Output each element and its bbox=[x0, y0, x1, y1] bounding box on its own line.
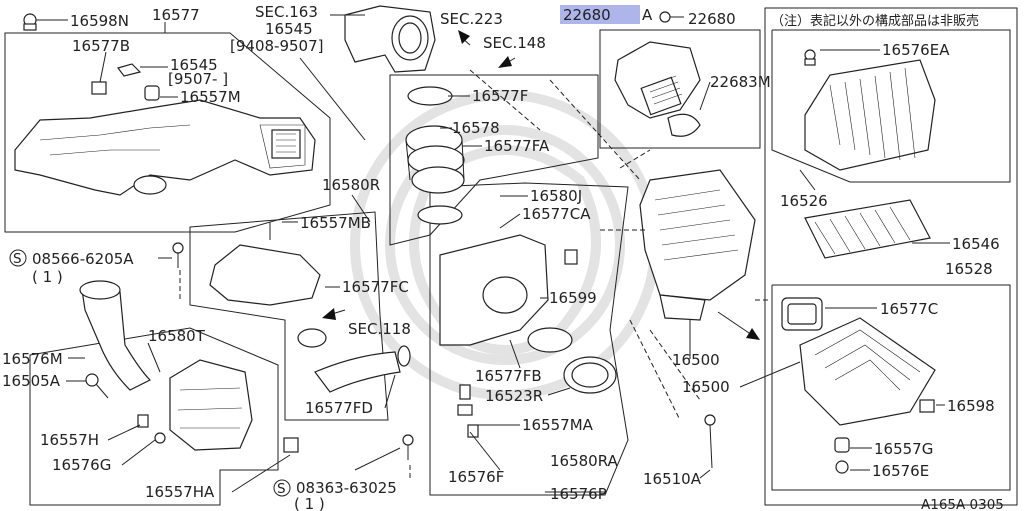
label-16577fc[interactable]: 16577FC bbox=[342, 278, 409, 296]
label-16545-date: [9408-9507] bbox=[230, 37, 323, 55]
label-16528[interactable]: 16528 bbox=[945, 260, 993, 278]
label-sec148[interactable]: SEC.148 bbox=[483, 34, 546, 52]
label-16545[interactable]: 16545 bbox=[265, 20, 313, 38]
label-16577f[interactable]: 16577F bbox=[472, 87, 528, 105]
label-16578[interactable]: 16578 bbox=[452, 119, 500, 137]
label-08363-qty: ( 1 ) bbox=[294, 495, 325, 511]
page-reference: A165A 0305 bbox=[921, 497, 1004, 511]
label-16577fb[interactable]: 16577FB bbox=[475, 367, 542, 385]
grommet-16557m bbox=[144, 85, 160, 101]
label-16526[interactable]: 16526 bbox=[780, 192, 828, 210]
label-22680a-suffix: A bbox=[642, 6, 653, 24]
label-16500-upper[interactable]: 16500 bbox=[672, 351, 720, 369]
label-sec118[interactable]: SEC.118 bbox=[348, 320, 411, 338]
air-cleaner-assembly-16500 bbox=[639, 169, 756, 321]
mass-air-flow-sensor bbox=[614, 41, 701, 137]
arrow-to-16528 bbox=[717, 311, 760, 340]
frame-16578-box bbox=[389, 74, 599, 246]
bolt-08566 bbox=[172, 242, 184, 268]
label-22683m[interactable]: 22683M bbox=[710, 73, 771, 91]
label-16598n[interactable]: 16598N bbox=[70, 12, 129, 30]
frame-16580t-box bbox=[29, 327, 279, 506]
label-22680-highlighted[interactable]: 22680 bbox=[563, 6, 611, 24]
label-16523r[interactable]: 16523R bbox=[485, 387, 543, 405]
label-16500-lower[interactable]: 16500 bbox=[682, 378, 730, 396]
leader-lines bbox=[36, 14, 950, 493]
clip-16577b bbox=[91, 63, 142, 95]
frame-16580ra-box bbox=[429, 182, 629, 496]
filter-element-16526 bbox=[804, 49, 936, 171]
s-mark-08566 bbox=[9, 249, 27, 267]
label-16577b[interactable]: 16577B bbox=[72, 37, 130, 55]
label-16577fd[interactable]: 16577FD bbox=[305, 399, 373, 417]
label-16577ca[interactable]: 16577CA bbox=[522, 205, 591, 223]
label-16577c[interactable]: 16577C bbox=[880, 300, 938, 318]
clip-16505a bbox=[85, 373, 109, 399]
filter-16546 bbox=[804, 199, 931, 259]
label-16546[interactable]: 16546 bbox=[952, 235, 1000, 253]
clip-16598n bbox=[23, 13, 37, 31]
label-16580j[interactable]: 16580J bbox=[530, 187, 582, 205]
dashed-guides bbox=[179, 69, 770, 480]
label-16599[interactable]: 16599 bbox=[549, 289, 597, 307]
frame-right-column bbox=[764, 7, 1018, 506]
label-16557m[interactable]: 16557M bbox=[180, 88, 241, 106]
clamp-16577fb bbox=[527, 327, 573, 353]
resonator-chamber-16580t bbox=[137, 359, 299, 453]
arrow-to-sec118 bbox=[322, 308, 346, 320]
bolt-22680a bbox=[659, 11, 684, 23]
label-16580ra[interactable]: 16580RA bbox=[550, 452, 619, 470]
duct-16578 bbox=[405, 86, 465, 225]
label-16557ha[interactable]: 16557HA bbox=[145, 483, 215, 501]
label-08566-6205a[interactable]: 08566-6205A bbox=[32, 250, 134, 268]
bolt-08363 bbox=[402, 434, 414, 460]
frame-16577-box bbox=[4, 32, 331, 233]
label-16545-second[interactable]: 16545 bbox=[170, 56, 218, 74]
label-16577[interactable]: 16577 bbox=[152, 6, 200, 24]
frame-22680-box bbox=[599, 29, 761, 149]
label-22680[interactable]: 22680 bbox=[688, 10, 736, 28]
s-mark-08566-letter: S bbox=[13, 251, 22, 267]
air-duct-16577 bbox=[14, 99, 316, 196]
label-16580t[interactable]: 16580T bbox=[148, 327, 206, 345]
part-highlight bbox=[560, 5, 640, 24]
bolt-16510a bbox=[704, 414, 716, 469]
label-16576ea[interactable]: 16576EA bbox=[882, 41, 950, 59]
label-16598[interactable]: 16598 bbox=[947, 397, 995, 415]
label-sec163[interactable]: SEC.163 bbox=[255, 3, 318, 21]
label-08566-qty: ( 1 ) bbox=[32, 268, 63, 286]
label-sec223[interactable]: SEC.223 bbox=[440, 10, 503, 28]
label-16576f[interactable]: 16576F bbox=[448, 468, 504, 486]
label-16557ma[interactable]: 16557MA bbox=[522, 416, 594, 434]
s-mark-08363 bbox=[273, 479, 291, 497]
label-16576p[interactable]: 16576P bbox=[550, 485, 607, 503]
label-group: 16598N 16577 SEC.163 16545 [9408-9507] S… bbox=[2, 3, 1004, 511]
duct-16523r bbox=[563, 356, 617, 394]
resonator-16580r bbox=[209, 222, 327, 348]
label-08363-63025[interactable]: 08363-63025 bbox=[296, 479, 397, 497]
label-16510a[interactable]: 16510A bbox=[643, 470, 702, 488]
throttle-body bbox=[344, 5, 436, 73]
label-16580r[interactable]: 16580R bbox=[322, 176, 380, 194]
note-not-sold-separately: （注）表記以外の構成部品は非販売 bbox=[771, 13, 979, 29]
air-cleaner-lower-case bbox=[439, 234, 578, 346]
label-16557mb[interactable]: 16557MB bbox=[300, 214, 371, 232]
label-16577fa[interactable]: 16577FA bbox=[484, 137, 550, 155]
arrow-to-sec223 bbox=[458, 30, 471, 46]
s-mark-08363-letter: S bbox=[277, 481, 286, 497]
label-16557g[interactable]: 16557G bbox=[874, 440, 933, 458]
label-16576m[interactable]: 16576M bbox=[2, 350, 63, 368]
label-16505a[interactable]: 16505A bbox=[2, 372, 61, 390]
arrow-to-sec148 bbox=[498, 56, 516, 68]
label-16557h[interactable]: 16557H bbox=[40, 431, 99, 449]
label-16545-second-date: [9507- ] bbox=[168, 70, 228, 88]
label-16576g[interactable]: 16576G bbox=[52, 456, 111, 474]
lower-case-16528 bbox=[781, 297, 936, 474]
grommets-16557ma bbox=[457, 384, 479, 438]
frame-16580r-box bbox=[189, 211, 389, 421]
hose-16577fd bbox=[314, 345, 411, 393]
inlet-tube-16576m bbox=[79, 280, 152, 391]
label-16576e[interactable]: 16576E bbox=[872, 462, 929, 480]
